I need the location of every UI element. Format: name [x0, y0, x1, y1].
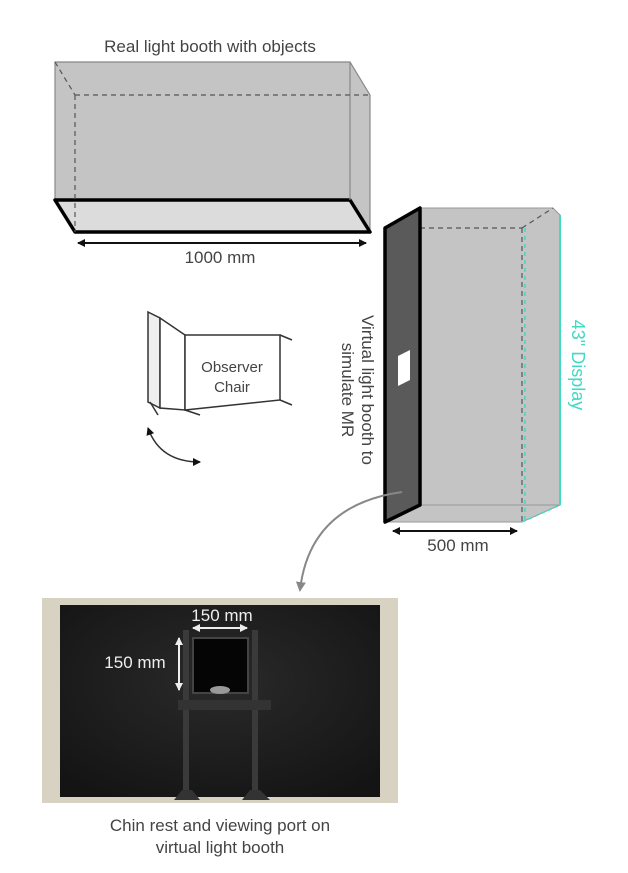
display-label: 43" Display	[568, 320, 588, 410]
virtual-booth-label-1: Virtual light booth to	[358, 315, 377, 465]
chair-label-1: Observer	[201, 359, 263, 376]
width-1000-label: 1000 mm	[185, 248, 256, 267]
caption-line-2: virtual light booth	[156, 838, 285, 857]
virtual-light-booth: Virtual light booth to simulate MR 43" D…	[338, 206, 588, 555]
chair-label-2: Chair	[214, 379, 250, 396]
width-500-label: 500 mm	[427, 536, 488, 555]
viewing-port	[398, 350, 410, 386]
observer-chair: Observer Chair	[146, 310, 293, 466]
chin-rest-photo: 150 mm 150 mm	[42, 598, 398, 803]
virtual-booth-label-2: simulate MR	[338, 343, 357, 437]
real-booth-label: Real light booth with objects	[104, 37, 316, 56]
real-light-booth: Real light booth with objects 1000 mm	[53, 37, 372, 267]
rotation-arrow	[146, 427, 201, 466]
port-width-label: 150 mm	[191, 606, 252, 625]
port-height-label: 150 mm	[104, 653, 165, 672]
caption-line-1: Chin rest and viewing port on	[110, 816, 330, 835]
connector-arrow	[295, 491, 403, 592]
